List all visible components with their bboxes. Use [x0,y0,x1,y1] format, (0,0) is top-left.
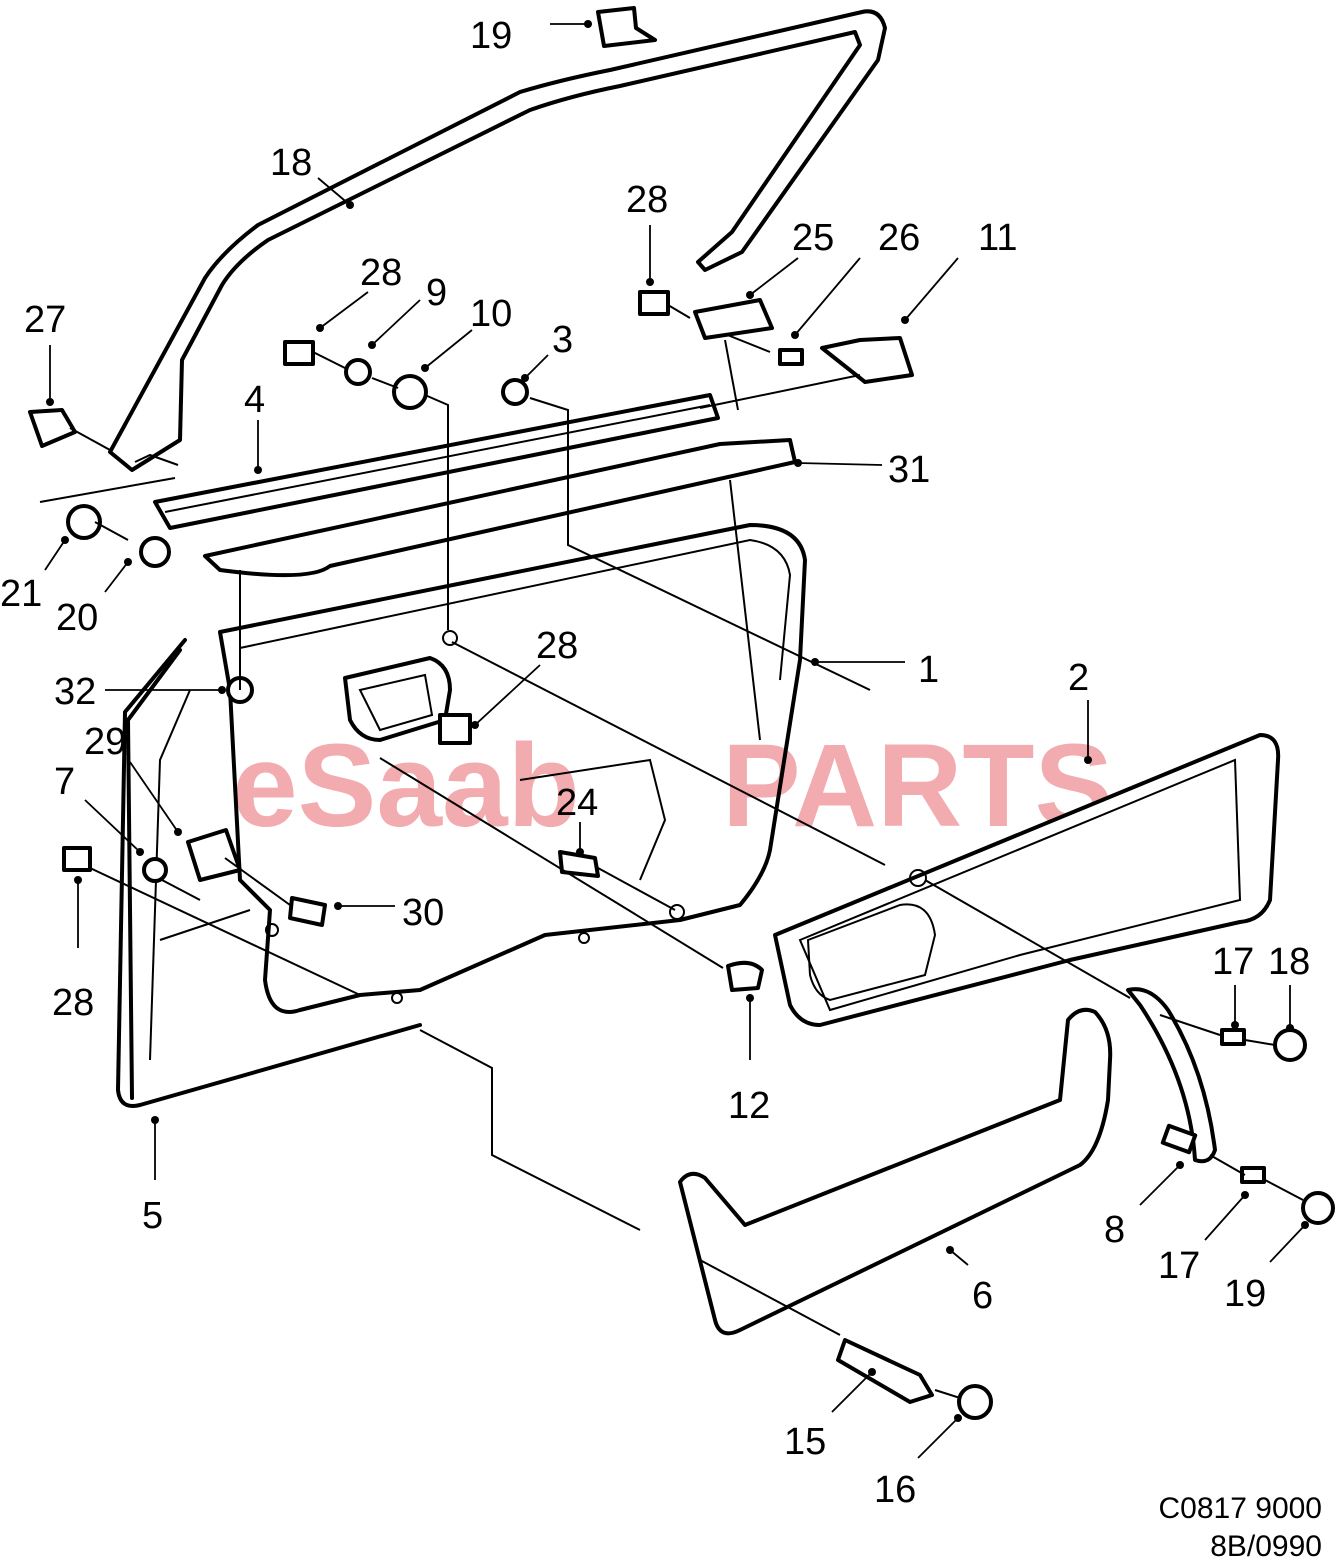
callout-28-center: 28 [536,625,578,667]
callout-19: 19 [1224,1273,1266,1315]
callout-10: 10 [470,293,512,335]
callout-24: 24 [556,782,598,824]
callout-8: 8 [1104,1209,1125,1251]
watermark: eSaab PARTS [232,720,1113,852]
callout-29: 29 [84,721,126,763]
nut-9 [344,358,372,386]
callout-30: 30 [402,892,444,934]
part-20-window-frame-trim [108,9,887,472]
callout-5: 5 [142,1195,163,1237]
callout-1: 1 [918,649,939,691]
callout-28-mid: 28 [360,252,402,294]
part-5-door-seal [116,638,422,1108]
callout-12: 12 [728,1085,770,1127]
callout-labels: 19 18 28 25 26 11 28 9 10 3 27 4 31 21 2… [0,15,1310,1511]
callout-16: 16 [874,1469,916,1511]
callout-6: 6 [972,1275,993,1317]
drawing-code-line1: C0817 9000 [1159,1492,1322,1525]
screw-30 [288,896,327,927]
callout-28-upper: 28 [626,179,668,221]
plug-3 [501,378,529,406]
screw-17-upper [1220,1028,1246,1046]
drawing-code-line2: 8B/0990 [1210,1530,1322,1563]
clip-22 [139,536,171,568]
callout-28-lower: 28 [52,982,94,1024]
cap-12 [726,960,764,992]
clip-11 [820,336,914,384]
callout-3: 3 [552,319,573,361]
watermark-prefix: eSaab [232,720,580,852]
screw-7 [142,857,168,883]
bracket-25 [693,298,774,340]
callout-17-upper: 17 [1212,941,1254,983]
callout-32: 32 [54,671,96,713]
part-21-clip [596,6,657,48]
clip-28-lower [62,846,92,872]
callout-21: 19 [470,15,512,57]
cap-16 [957,1384,993,1420]
callout-leaders [44,20,1309,1459]
callout-23: 21 [0,573,42,615]
callout-25: 25 [792,217,834,259]
part-1-door-panel [218,523,807,1014]
assembly-lines [39,304,1304,1399]
callout-18: 18 [1268,941,1310,983]
cap-19 [1301,1191,1335,1225]
part-6-lower-pocket [678,1007,1113,1336]
screw-17-lower [1240,1166,1266,1184]
callout-31: 31 [888,449,930,491]
clip-24 [558,850,600,878]
clip-28-upper [638,290,670,316]
screw-26 [778,348,804,366]
part-4-sill-moulding [153,393,720,530]
callout-15: 15 [784,1421,826,1463]
grommet-10 [392,374,428,410]
callout-11: 11 [978,217,1017,259]
fasteners [28,290,1335,1420]
callout-27: 27 [24,299,66,341]
callout-22: 20 [56,597,98,639]
callout-17-lower: 17 [1158,1245,1200,1287]
callout-20: 18 [270,142,312,184]
grommet-23 [66,504,102,540]
screw-15 [836,1338,934,1404]
clip-28-mid [283,340,315,366]
cap-18 [1273,1028,1307,1062]
drawing-code: C0817 9000 8B/0990 [1159,1492,1322,1563]
callout-7: 7 [54,761,75,803]
callout-9: 9 [426,272,447,314]
part-8-grab-handle [1126,987,1217,1164]
callout-4: 4 [244,379,265,421]
clip-27 [28,408,77,448]
callout-26: 26 [878,217,920,259]
part-2-panel-insert [773,733,1281,1027]
callout-2: 2 [1068,657,1089,699]
